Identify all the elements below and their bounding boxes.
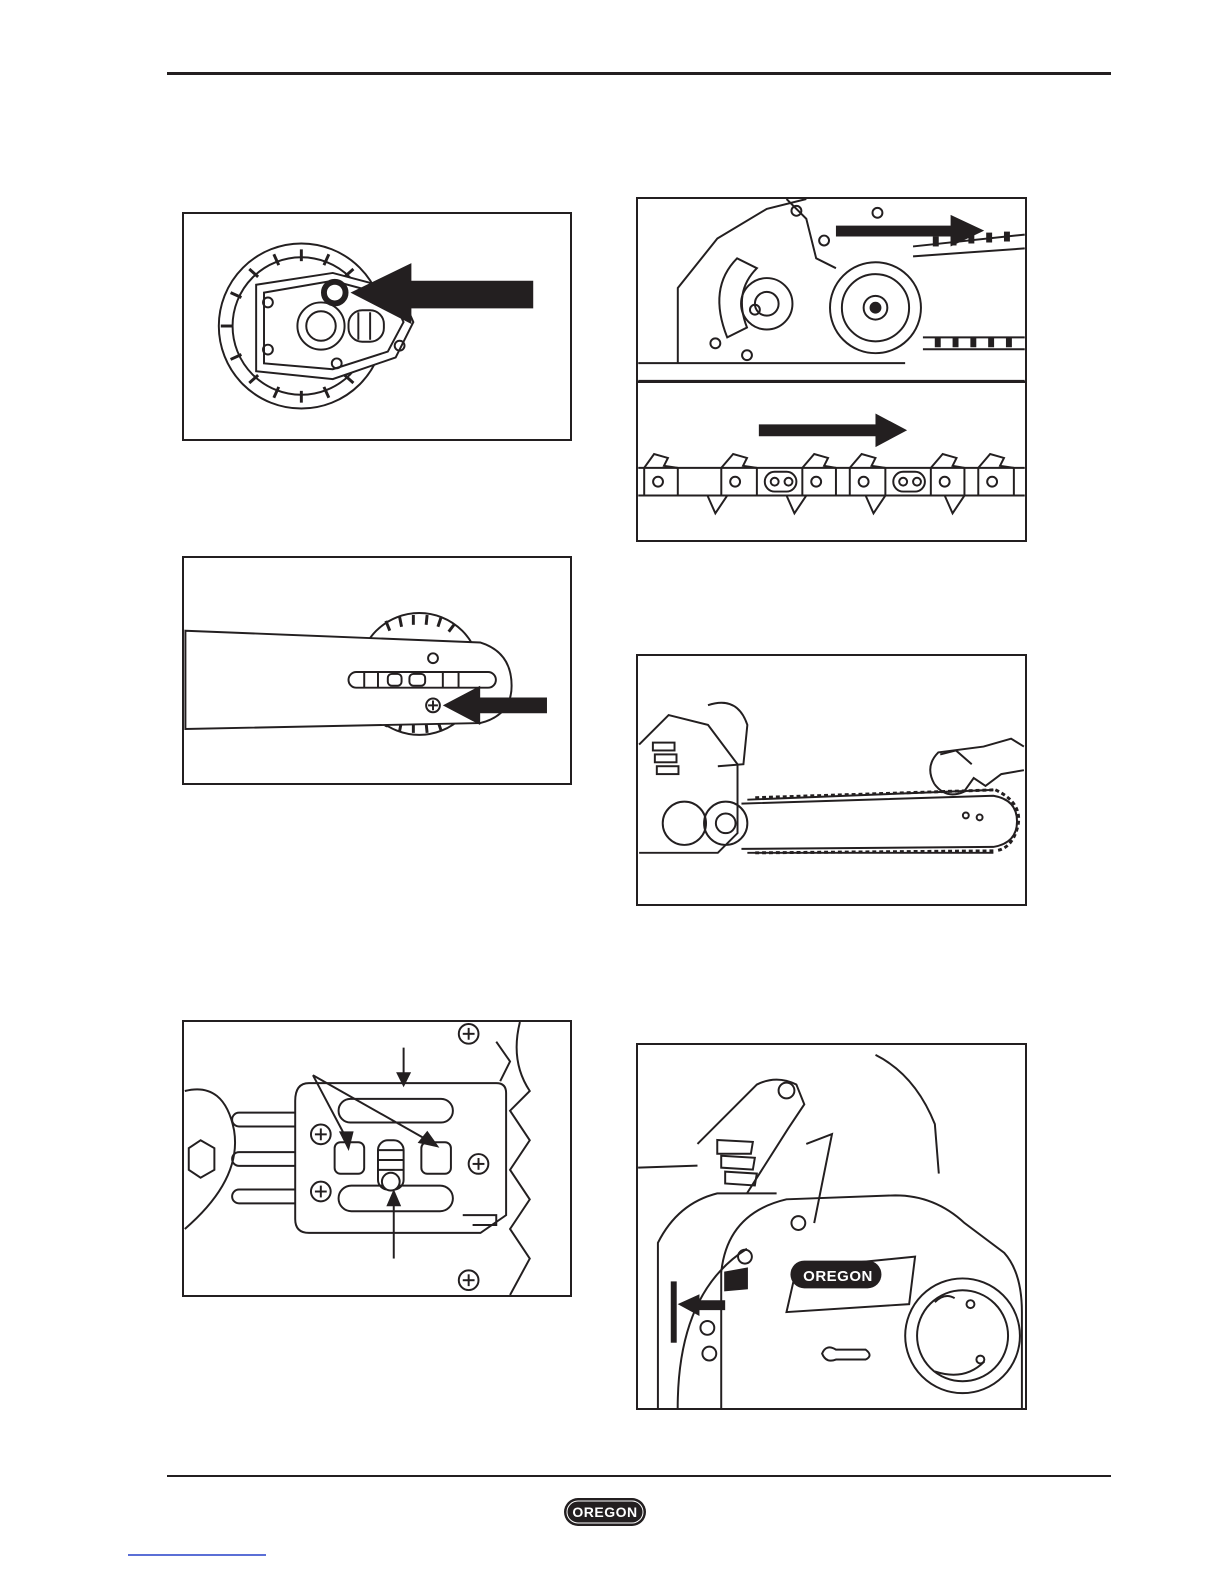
guide-bar-illustration [184,558,570,783]
sprocket-illustration [184,214,570,439]
footer-rule [167,1475,1111,1477]
tension-plate-illustration [184,1022,570,1295]
chain-panel-divider [638,381,1026,383]
header-rule [167,72,1111,75]
side-cover-brand-text: OREGON [792,1263,884,1291]
hole-marker [324,282,346,304]
figure-side-cover-oregon: OREGON [636,1043,1027,1410]
chain-direction-illustration [638,199,1025,540]
footer-brand-text: OREGON [564,1498,646,1526]
figure-sprocket-cover-hole [182,212,572,441]
footer-oregon-logo: OREGON [564,1498,646,1526]
figure-tension-plate-pins [182,1020,572,1297]
figure-guide-bar-tension-screw [182,556,572,785]
footer-link-underline[interactable] [128,1554,266,1556]
side-cover-illustration [638,1045,1025,1408]
figure-chain-on-bar-gloved-hand [636,654,1027,906]
arrow-right-icon-lower [759,413,907,447]
figure-chain-direction [636,197,1027,542]
chain-tension-illustration [638,656,1025,904]
